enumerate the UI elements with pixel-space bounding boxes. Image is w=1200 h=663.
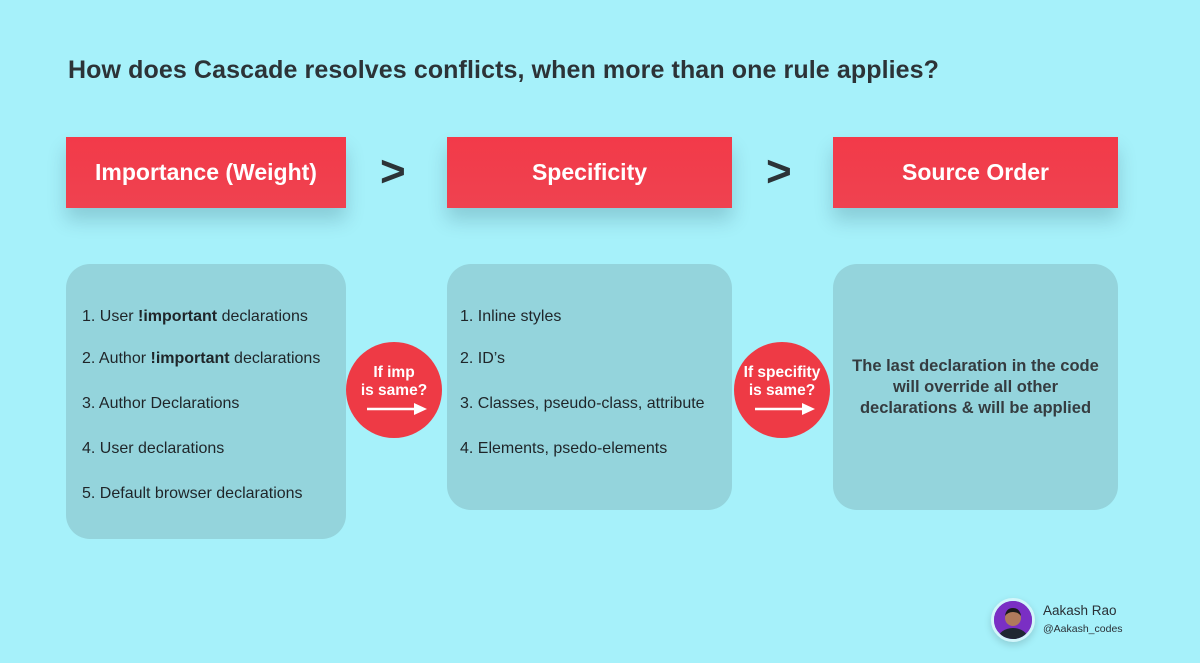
greater-than-separator: > xyxy=(766,147,792,196)
importance-item: 4. User declarations xyxy=(82,440,225,457)
importance-tie-connector: If imp is same? xyxy=(346,342,442,438)
importance-item: 2. Author !important declarations xyxy=(82,350,321,367)
importance-item: 1. User !important declarations xyxy=(82,308,308,325)
importance-header: Importance (Weight) xyxy=(66,137,346,208)
author-name: Aakash Rao xyxy=(1043,603,1117,618)
right-arrow-icon xyxy=(755,403,815,415)
source-order-header: Source Order xyxy=(833,137,1118,208)
page-title: How does Cascade resolves conflicts, whe… xyxy=(68,56,940,84)
greater-than-separator: > xyxy=(380,147,406,196)
source-order-description: The last declaration in the code will ov… xyxy=(852,357,1099,417)
person-icon xyxy=(994,601,1032,639)
specificity-item: 4. Elements, psedo-elements xyxy=(460,440,668,457)
specificity-item: 2. ID’s xyxy=(460,350,506,367)
specificity-tie-connector: If specifity is same? xyxy=(734,342,830,438)
source-order-card: The last declaration in the code will ov… xyxy=(833,264,1118,510)
specificity-card: 1. Inline styles 2. ID’s 3. Classes, pse… xyxy=(447,264,732,510)
importance-item: 3. Author Declarations xyxy=(82,395,240,412)
author-avatar xyxy=(991,598,1035,642)
specificity-item: 1. Inline styles xyxy=(460,308,562,325)
importance-item: 5. Default browser declarations xyxy=(82,485,303,502)
right-arrow-icon xyxy=(367,403,427,415)
importance-card: 1. User !important declarations 2. Autho… xyxy=(66,264,346,539)
specificity-header: Specificity xyxy=(447,137,732,208)
specificity-item: 3. Classes, pseudo-class, attribute xyxy=(460,395,705,412)
author-handle: @Aakash_codes xyxy=(1043,623,1123,635)
